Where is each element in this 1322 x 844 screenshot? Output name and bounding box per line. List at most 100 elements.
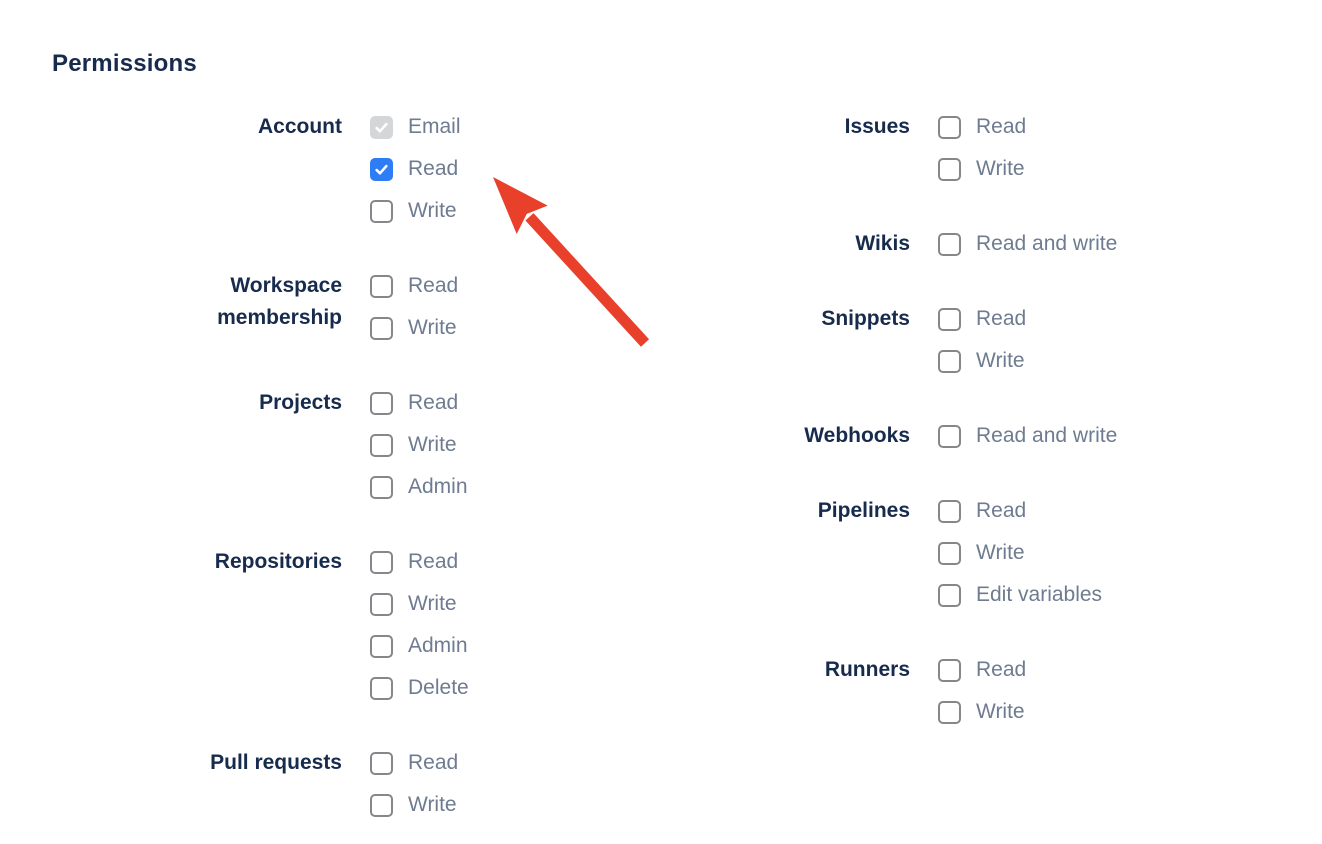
checkbox-projects-admin[interactable] — [370, 475, 393, 499]
checkbox-workspace-membership-write[interactable] — [370, 316, 393, 340]
checkbox-label[interactable]: Admin — [408, 475, 468, 498]
checkbox-label[interactable]: Read — [408, 391, 459, 414]
checkbox-label[interactable]: Delete — [408, 676, 469, 699]
checkbox-workspace-membership-read[interactable] — [370, 274, 393, 298]
checkbox-snippets-read[interactable] — [938, 307, 961, 331]
checkbox-label[interactable]: Write — [408, 592, 457, 615]
checkbox-row-wikis-read-and-write[interactable]: Read and write — [938, 223, 1117, 265]
group-label-workspace-membership: Workspace membership — [217, 274, 342, 329]
checkbox-runners-write[interactable] — [938, 700, 961, 724]
checkbox-label[interactable]: Read and write — [976, 424, 1118, 447]
checkbox-projects-write[interactable] — [370, 433, 393, 457]
checkbox-row-repositories-delete[interactable]: Delete — [370, 667, 469, 709]
checkbox-row-runners-write[interactable]: Write — [938, 691, 1026, 733]
page-title: Permissions — [52, 50, 197, 77]
checkbox-row-pipelines-read[interactable]: Read — [938, 490, 1102, 532]
checkbox-row-workspace-membership-read[interactable]: Read — [370, 265, 458, 307]
checkbox-label[interactable]: Read — [408, 751, 459, 774]
checkbox-label[interactable]: Admin — [408, 634, 468, 657]
checkbox-label[interactable]: Read — [408, 550, 459, 573]
checkbox-label[interactable]: Write — [408, 316, 457, 339]
checkbox-pipelines-read[interactable] — [938, 499, 961, 523]
checkbox-label[interactable]: Write — [976, 157, 1025, 180]
checkbox-pipelines-write[interactable] — [938, 541, 961, 565]
permission-group-webhooks: Webhooks Read and write — [568, 415, 1117, 457]
red-arrow-head — [493, 177, 548, 234]
checkbox-row-pull-requests-read[interactable]: Read — [370, 742, 458, 784]
checkbox-label[interactable]: Read and write — [976, 232, 1118, 255]
checkbox-row-repositories-read[interactable]: Read — [370, 541, 469, 583]
checkbox-label[interactable]: Write — [976, 541, 1025, 564]
checkbox-row-projects-write[interactable]: Write — [370, 424, 468, 466]
checkbox-row-issues-write[interactable]: Write — [938, 148, 1026, 190]
checkbox-label[interactable]: Read — [976, 115, 1027, 138]
checkbox-label[interactable]: Read — [408, 274, 459, 297]
checkbox-label[interactable]: Edit variables — [976, 583, 1103, 606]
checkbox-row-runners-read[interactable]: Read — [938, 649, 1026, 691]
checkbox-row-account-email: Email — [370, 106, 461, 148]
checkbox-wikis-read-and-write[interactable] — [938, 232, 961, 256]
checkbox-label[interactable]: Write — [408, 793, 457, 816]
checkbox-label: Email — [408, 115, 461, 138]
checkbox-label[interactable]: Write — [408, 433, 457, 456]
checkbox-label[interactable]: Read — [976, 658, 1027, 681]
checkbox-runners-read[interactable] — [938, 658, 961, 682]
checkbox-label[interactable]: Write — [976, 349, 1025, 372]
checkbox-row-pull-requests-write[interactable]: Write — [370, 784, 458, 826]
checkbox-issues-read[interactable] — [938, 115, 961, 139]
checkbox-row-account-read[interactable]: Read — [370, 148, 461, 190]
group-label-webhooks: Webhooks — [804, 424, 910, 447]
group-label-runners: Runners — [824, 658, 910, 681]
group-label-repositories: Repositories — [214, 550, 342, 573]
checkbox-label[interactable]: Write — [976, 700, 1025, 723]
checkbox-label[interactable]: Read — [976, 499, 1027, 522]
checkbox-pull-requests-write[interactable] — [370, 793, 393, 817]
checkbox-repositories-write[interactable] — [370, 592, 393, 616]
checkbox-label[interactable]: Read — [408, 157, 459, 180]
checkbox-row-account-write[interactable]: Write — [370, 190, 461, 232]
checkbox-issues-write[interactable] — [938, 157, 961, 181]
checkbox-pipelines-edit-variables[interactable] — [938, 583, 961, 607]
checkbox-repositories-read[interactable] — [370, 550, 393, 574]
group-label-projects: Projects — [259, 391, 342, 414]
checkbox-repositories-delete[interactable] — [370, 676, 393, 700]
checkbox-projects-read[interactable] — [370, 391, 393, 415]
checkbox-webhooks-read-and-write[interactable] — [938, 424, 961, 448]
checkbox-label[interactable]: Read — [976, 307, 1027, 330]
checkbox-row-pipelines-edit-variables[interactable]: Edit variables — [938, 574, 1102, 616]
checkbox-label[interactable]: Write — [408, 199, 457, 222]
checkbox-row-repositories-admin[interactable]: Admin — [370, 625, 469, 667]
checkbox-row-repositories-write[interactable]: Write — [370, 583, 469, 625]
checkbox-account-read[interactable] — [370, 157, 393, 181]
checkbox-pull-requests-read[interactable] — [370, 751, 393, 775]
checkbox-row-projects-admin[interactable]: Admin — [370, 466, 468, 508]
checkbox-row-webhooks-read-and-write[interactable]: Read and write — [938, 415, 1117, 457]
checkbox-row-snippets-read[interactable]: Read — [938, 298, 1026, 340]
checkbox-row-projects-read[interactable]: Read — [370, 382, 468, 424]
checkbox-account-write[interactable] — [370, 199, 393, 223]
checkbox-repositories-admin[interactable] — [370, 634, 393, 658]
checkbox-snippets-write[interactable] — [938, 349, 961, 373]
checkbox-row-workspace-membership-write[interactable]: Write — [370, 307, 458, 349]
checkbox-row-issues-read[interactable]: Read — [938, 106, 1026, 148]
checkbox-row-snippets-write[interactable]: Write — [938, 340, 1026, 382]
checkbox-row-pipelines-write[interactable]: Write — [938, 532, 1102, 574]
